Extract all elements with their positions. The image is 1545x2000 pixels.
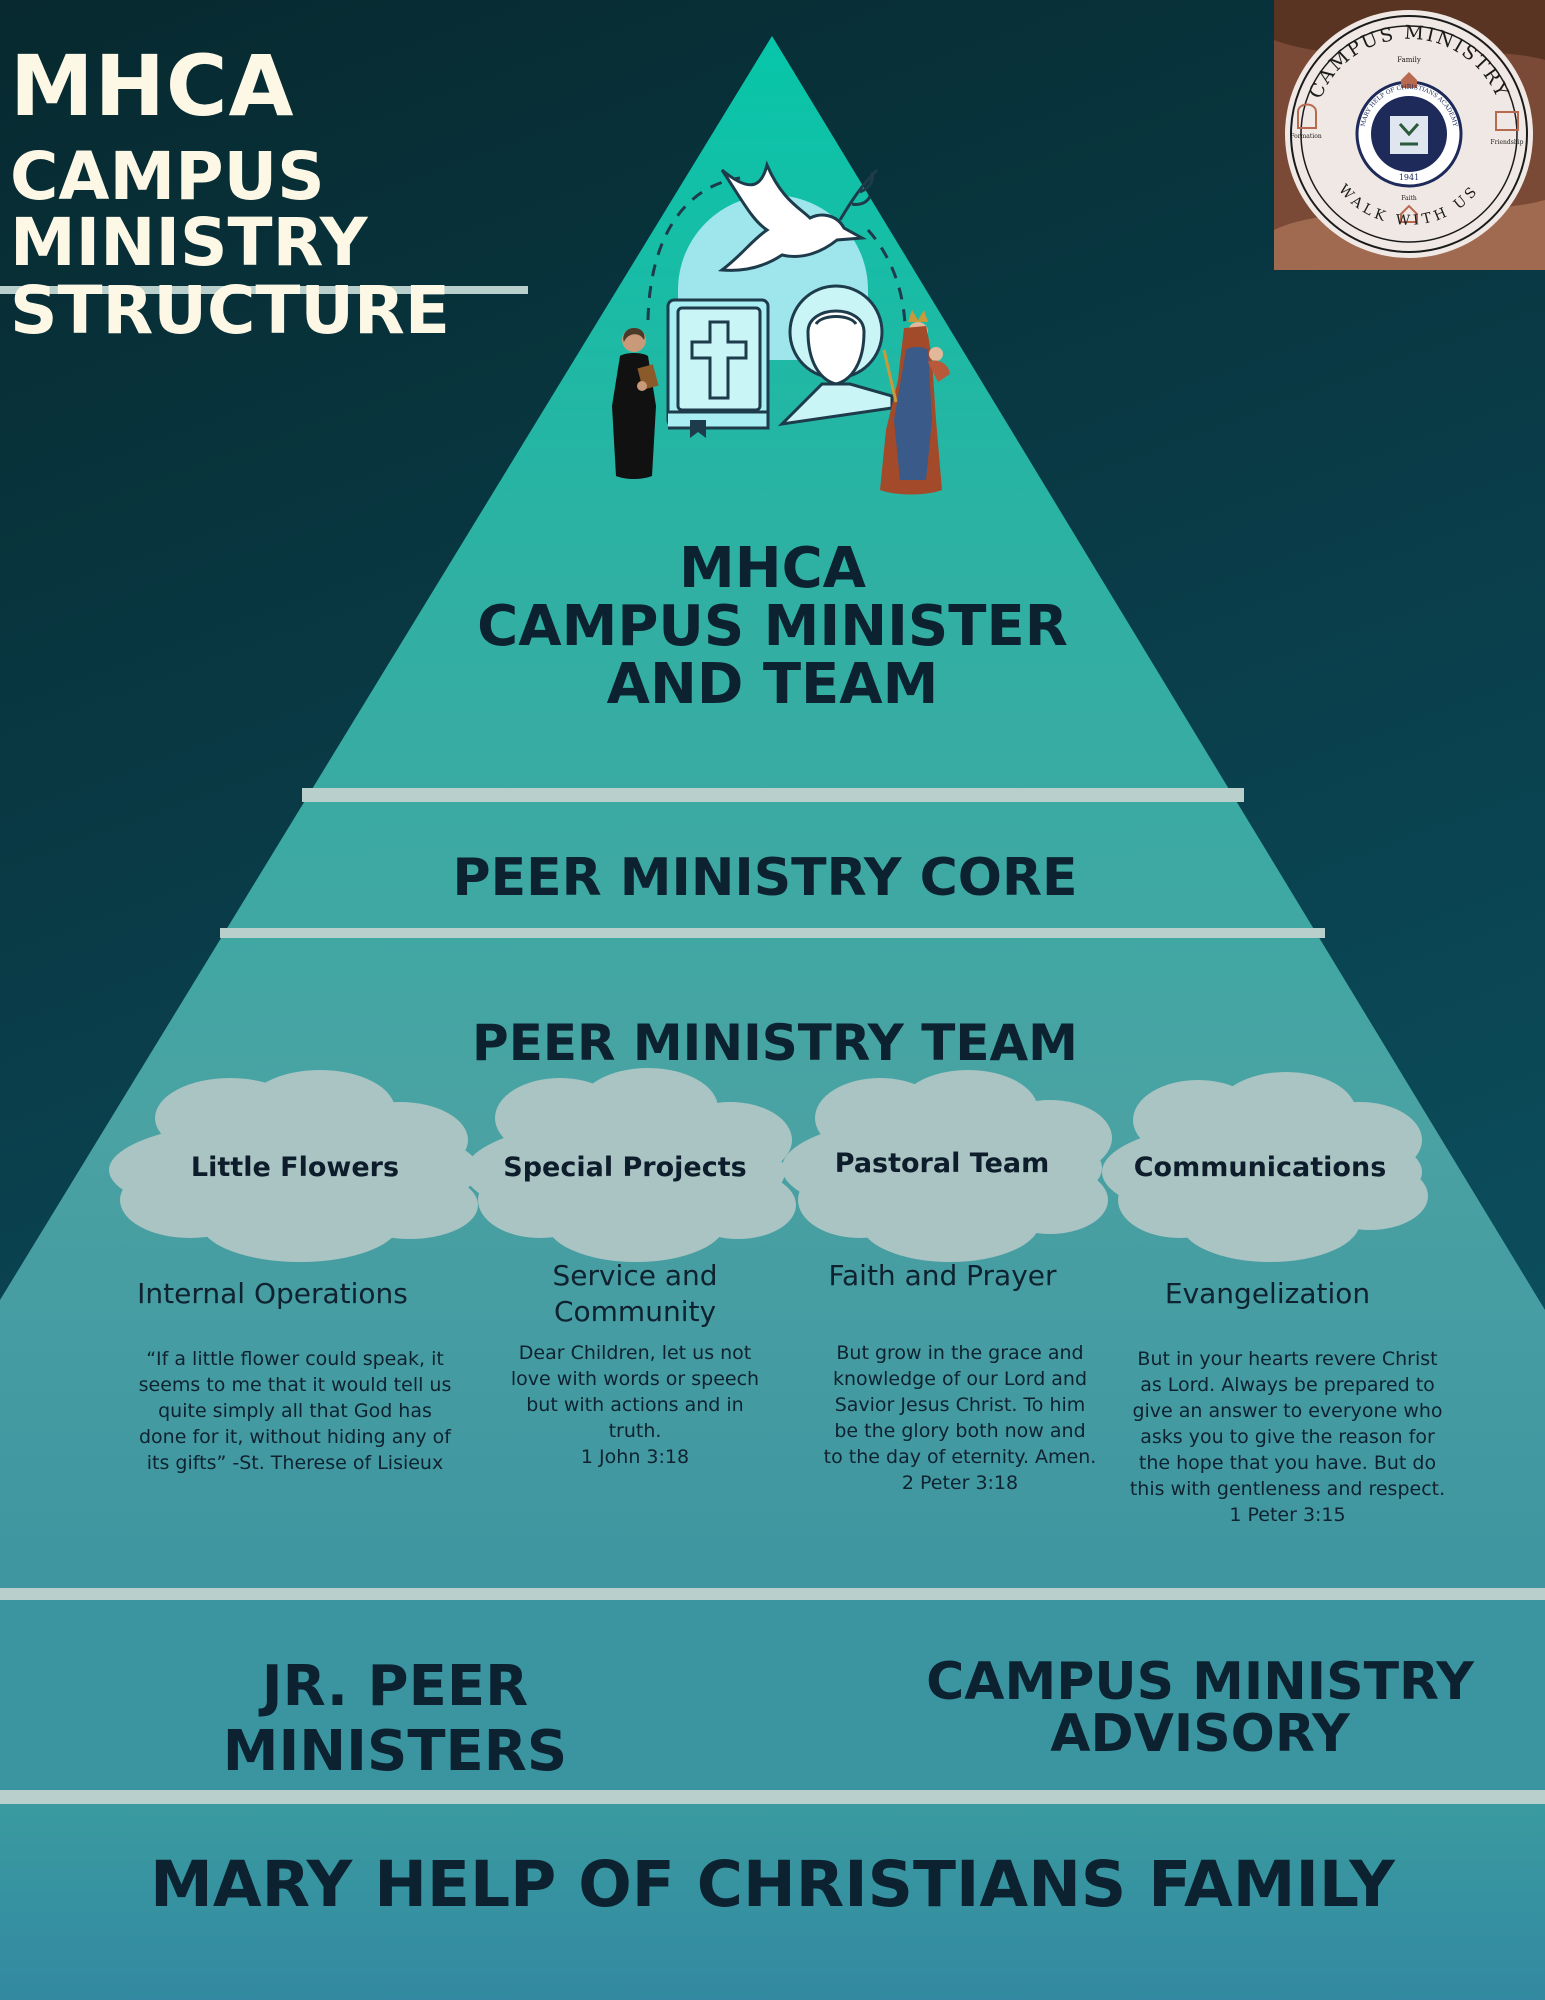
group-special-projects: Special Projects bbox=[465, 1152, 785, 1192]
group-name: Special Projects bbox=[503, 1152, 747, 1183]
seal-label-family: Family bbox=[1397, 56, 1421, 64]
cloud-pastoral-team bbox=[782, 1070, 1112, 1262]
tier-family-title: MARY HELP OF CHRISTIANS FAMILY bbox=[150, 1848, 1395, 1921]
cloud-little-flowers bbox=[109, 1070, 479, 1262]
tier-top-line3: AND TEAM bbox=[606, 652, 939, 717]
divider-family bbox=[0, 1790, 1545, 1804]
group-quote-communications: But in your hearts revere Christ as Lord… bbox=[1129, 1348, 1446, 1526]
tier-core-title: PEER MINISTRY CORE bbox=[452, 848, 1078, 908]
seal-label-formation: Formation bbox=[1290, 133, 1322, 140]
tier-top: MHCA CAMPUS MINISTER AND TEAM bbox=[420, 540, 1125, 714]
tier-top-line1: MHCA bbox=[678, 536, 867, 601]
divider-top bbox=[302, 788, 1244, 802]
header-line3: STRUCTURE bbox=[10, 272, 450, 349]
seal-year: 1941 bbox=[1399, 173, 1419, 182]
group-focus-little-flowers: Internal Operations bbox=[137, 1277, 408, 1310]
group-pastoral-team: Pastoral Team bbox=[782, 1148, 1102, 1188]
group-name: Pastoral Team bbox=[834, 1148, 1050, 1179]
campus-ministry-seal bbox=[1274, 0, 1545, 270]
divider-team bbox=[0, 1588, 1545, 1600]
divider-core bbox=[220, 928, 1325, 938]
header-line1: MHCA bbox=[10, 37, 295, 135]
svg-text:MARY HELP OF CHRISTIANS ACADEM: MARY HELP OF CHRISTIANS ACADEMY bbox=[1360, 84, 1459, 128]
illustration bbox=[612, 160, 950, 495]
band-family bbox=[0, 1796, 1545, 2000]
mary-statue-icon bbox=[880, 310, 950, 495]
friendship-icon bbox=[1495, 111, 1519, 131]
formation-icon bbox=[1297, 103, 1317, 129]
svg-text:WALK WITH US: WALK WITH US bbox=[1335, 182, 1483, 230]
cloud-communications bbox=[1102, 1072, 1428, 1262]
group-communications: Communications bbox=[1100, 1152, 1420, 1192]
group-quote-special-projects: Dear Children, let us not love with word… bbox=[510, 1342, 760, 1468]
seal-inner-ring: MARY HELP OF CHRISTIANS ACADEMY bbox=[1360, 84, 1459, 128]
dove-icon bbox=[717, 160, 879, 272]
header-line2: CAMPUS MINISTRY bbox=[10, 138, 368, 281]
header: MHCA CAMPUS MINISTRY STRUCTURE bbox=[10, 44, 670, 344]
cloud-special-projects bbox=[465, 1068, 796, 1262]
group-name: Little Flowers bbox=[190, 1152, 400, 1183]
tier-top-line2: CAMPUS MINISTER bbox=[477, 594, 1068, 659]
group-focus-pastoral-team: Faith and Prayer bbox=[828, 1259, 1057, 1292]
tier-advisory-line1: CAMPUS MINISTRY bbox=[926, 1652, 1474, 1712]
house-icon-bottom bbox=[1400, 204, 1418, 223]
group-name: Communications bbox=[1133, 1152, 1387, 1183]
seal-label-friendship: Friendship bbox=[1491, 139, 1524, 146]
seal-ring-bottom: WALK WITH US bbox=[1335, 182, 1479, 230]
seal-text-layer: CAMPUS MINISTRY WALK WITH US MARY HELP O… bbox=[1274, 0, 1545, 270]
house-icon-top bbox=[1401, 72, 1417, 88]
saint-icon bbox=[777, 284, 894, 427]
tier-jr-title: JR. PEER MINISTERS bbox=[222, 1654, 568, 1784]
band-jr-advisory bbox=[0, 1596, 1545, 1792]
tier-advisory: CAMPUS MINISTRY ADVISORY bbox=[920, 1656, 1480, 1760]
group-little-flowers: Little Flowers bbox=[110, 1152, 480, 1192]
seal-label-faith: Faith bbox=[1401, 195, 1417, 202]
tier-team-title: PEER MINISTRY TEAM bbox=[472, 1014, 1078, 1072]
bible-icon bbox=[666, 298, 770, 438]
priest-figure-icon bbox=[612, 328, 659, 479]
dashed-arc bbox=[646, 176, 907, 331]
group-quote-pastoral-team: But grow in the grace and knowledge of o… bbox=[823, 1342, 1097, 1494]
tier-advisory-line2: ADVISORY bbox=[1050, 1704, 1350, 1764]
group-focus-communications: Evangelization bbox=[1164, 1277, 1371, 1310]
header-underline bbox=[0, 286, 528, 294]
group-focus-special-projects: Service and Community bbox=[552, 1259, 718, 1328]
group-quote-little-flowers: “If a little flower could speak, it seem… bbox=[138, 1348, 452, 1474]
